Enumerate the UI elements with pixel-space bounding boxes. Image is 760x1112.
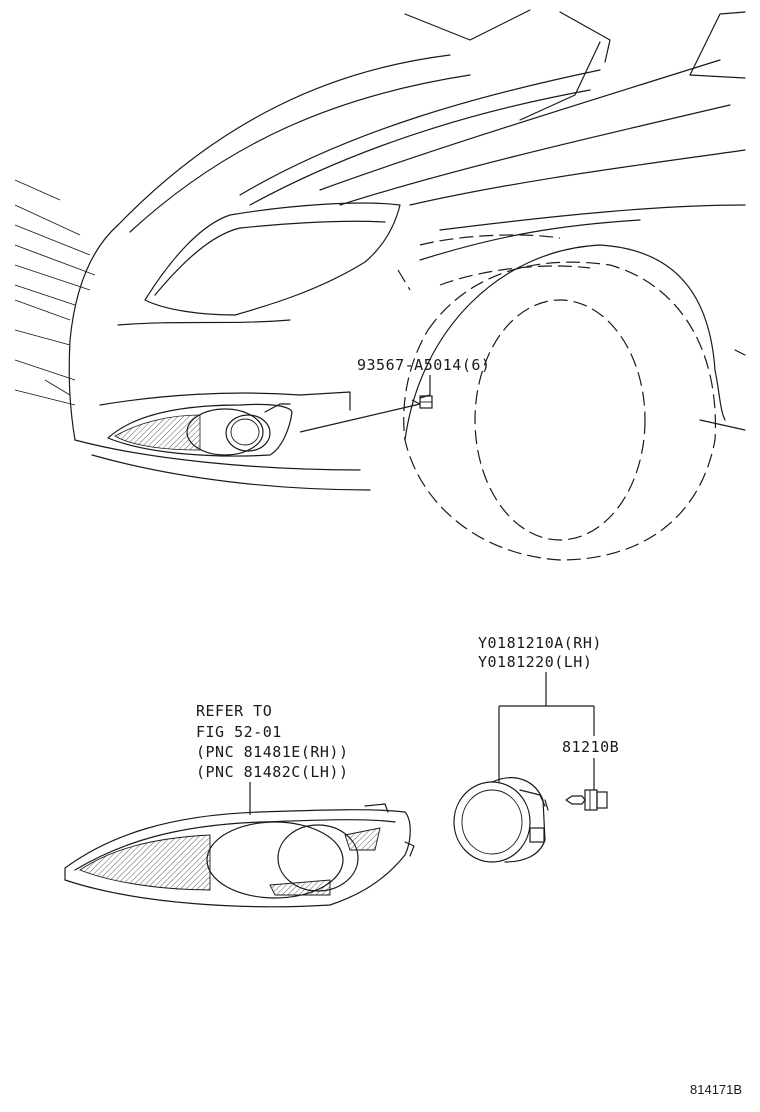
wheel-outline (397, 234, 717, 561)
refer-line-4: (PNC 81482C(LH)) (196, 763, 349, 781)
bolt-icon (299, 375, 433, 433)
bulb-icon (565, 789, 608, 811)
foglamp-unit-illustration (453, 777, 549, 863)
bolt-part-number: 93567-A5014(6) (357, 356, 490, 374)
foglamp-rh-part-number: Y0181210A(RH) (478, 634, 602, 652)
foglamp-leader-lines (498, 672, 595, 790)
car-front-outline (14, 9, 746, 491)
bulb-part-number: 81210B (562, 738, 619, 756)
foglamp-lh-part-number: Y0181220(LH) (478, 653, 592, 671)
figure-id: 814171B (690, 1082, 742, 1097)
foglamp-bezel-illustration (64, 782, 415, 908)
refer-line-3: (PNC 81481E(RH)) (196, 743, 349, 761)
installed-foglamp (107, 403, 293, 457)
refer-line-1: REFER TO (196, 702, 272, 720)
refer-line-2: FIG 52-01 (196, 723, 282, 741)
